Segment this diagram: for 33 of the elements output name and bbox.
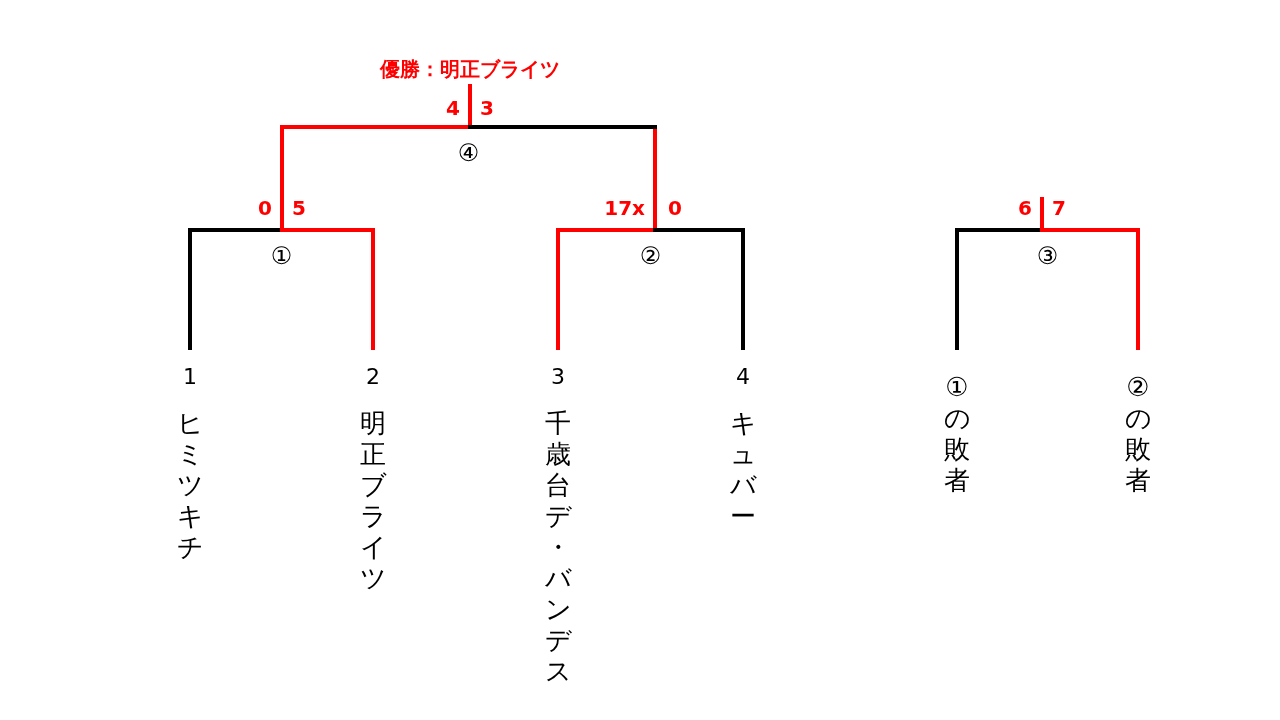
bracket-line [741,232,745,350]
score-label: 5 [292,196,306,220]
score-label: 0 [258,196,272,220]
score-label: 6 [1018,196,1032,220]
bracket-line [371,232,375,350]
score-label: 17x [604,196,645,220]
team-name: キュバー [728,408,758,532]
bracket-line [1136,232,1140,350]
bracket-line [653,129,657,230]
match-number: ② [639,242,662,270]
match-number: ③ [1036,242,1059,270]
seed-number: 1 [183,364,197,390]
team-name: ②の敗者 [1123,372,1153,496]
score-label: 7 [1052,196,1066,220]
bracket-line [556,232,560,350]
seed-number: 4 [736,364,750,390]
bracket-line [468,84,472,127]
match-number: ① [270,242,293,270]
score-label: 0 [668,196,682,220]
bracket-line [1040,197,1044,230]
seed-number: 2 [366,364,380,390]
bracket-line [188,232,192,350]
champion-label: 優勝：明正ブライツ [355,56,585,84]
score-label: 3 [480,96,494,120]
team-name: ヒミツキチ [175,408,205,563]
score-label: 4 [446,96,460,120]
seed-number: 3 [551,364,565,390]
team-name: 明正ブライツ [358,408,388,594]
bracket-line [280,129,284,230]
match-number: ④ [457,139,480,167]
team-name: 千歳台デ・バンデス [543,408,573,687]
team-name: ①の敗者 [942,372,972,496]
bracket-line [955,232,959,350]
